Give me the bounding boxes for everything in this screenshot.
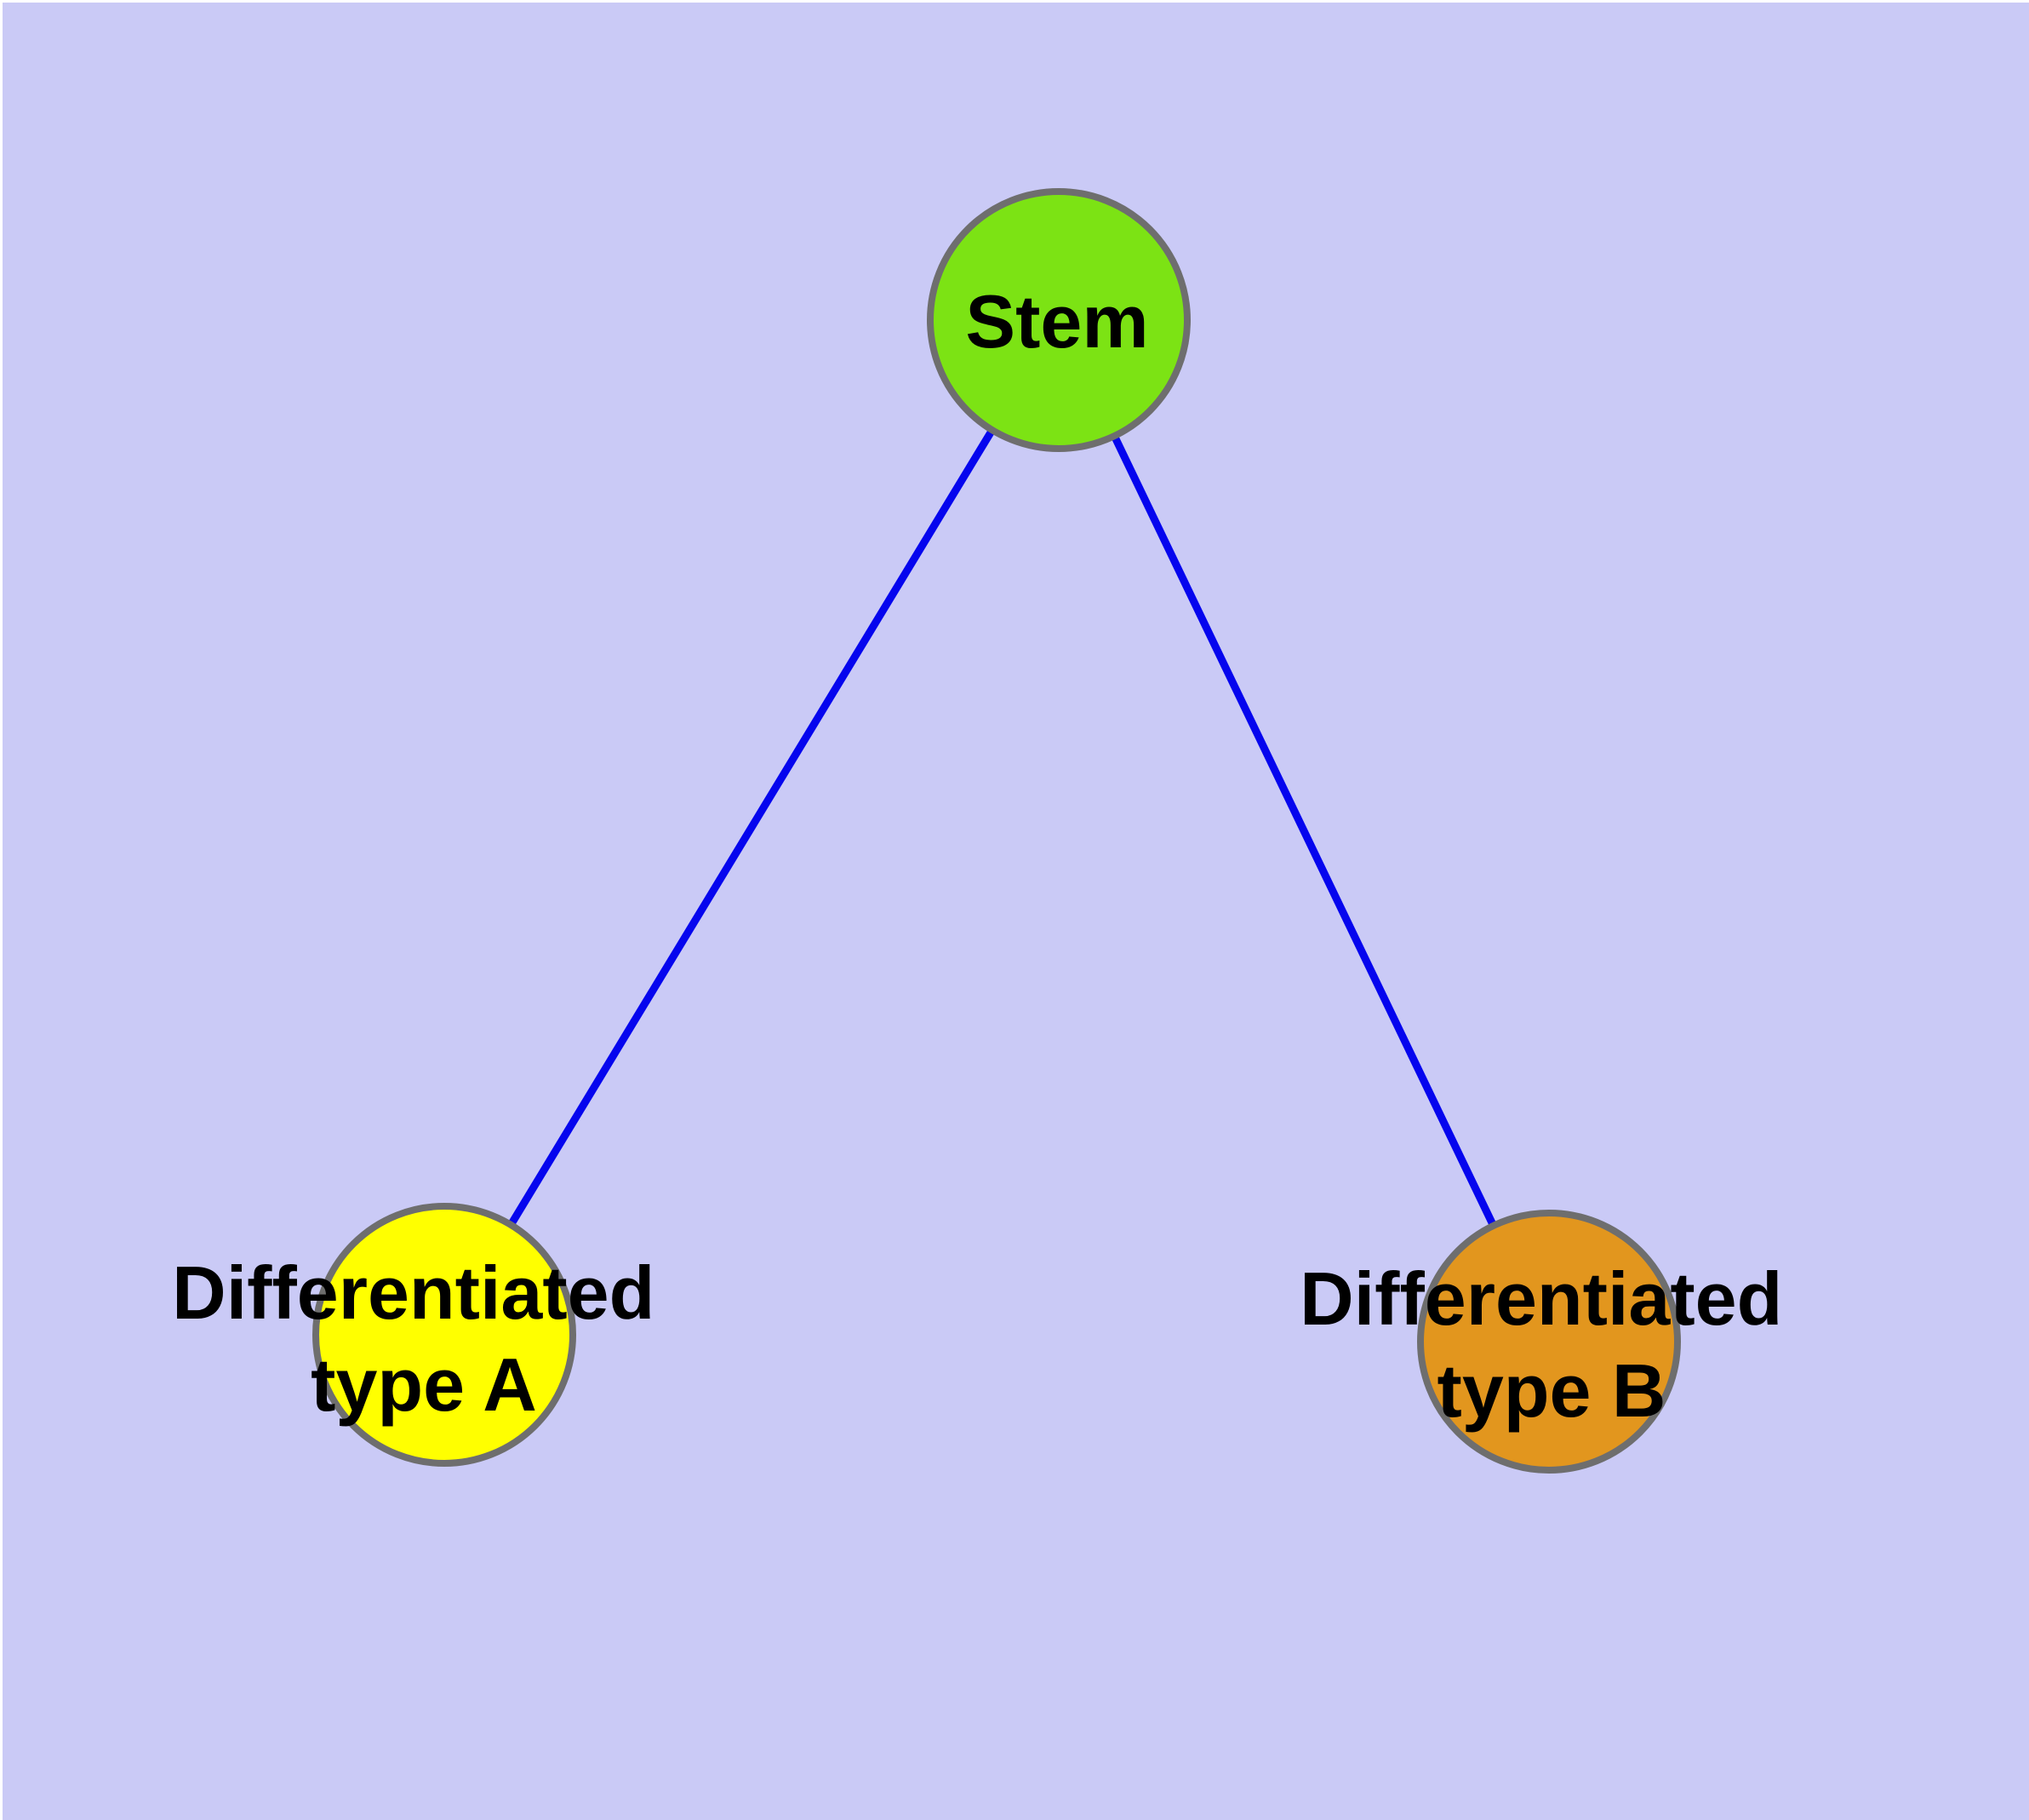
node-type-b	[1417, 1210, 1681, 1474]
node-type-b-label: Differentiated type B	[1300, 1256, 1803, 1433]
node-type-b-label-line2: type B	[1437, 1348, 1666, 1433]
node-type-a-label-line2: type A	[311, 1342, 537, 1427]
graph-svg: Stem Differentiated type A Differentiate…	[172, 188, 1803, 1474]
node-stem-label: Stem	[965, 279, 1148, 363]
node-type-a-label: Differentiated type A	[172, 1251, 676, 1427]
node-stem	[927, 188, 1191, 452]
node-type-a	[312, 1203, 576, 1467]
edge-stem-to-type-a	[441, 318, 1062, 1337]
node-type-b-label-line1: Differentiated	[1300, 1256, 1782, 1341]
edge-stem-to-type-b	[1055, 318, 1553, 1343]
node-type-a-label-line1: Differentiated	[172, 1251, 654, 1335]
